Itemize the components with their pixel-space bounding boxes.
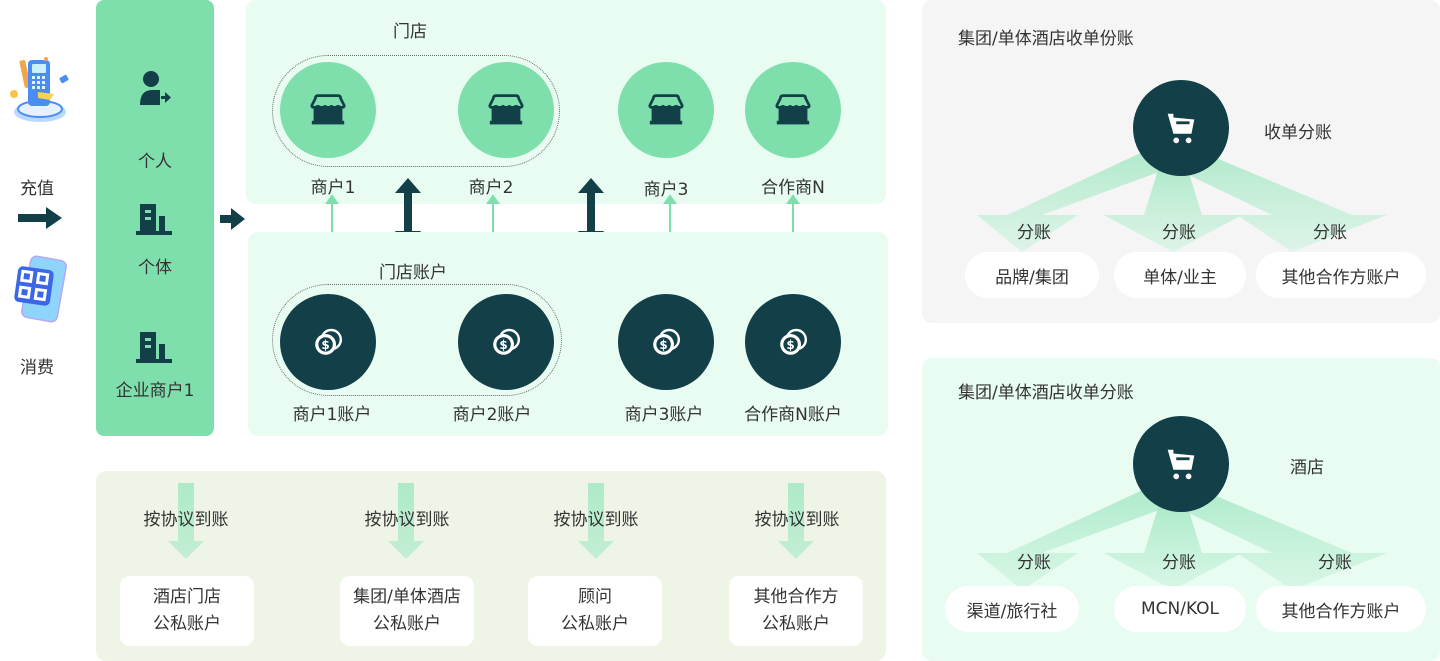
stores-title: 门店 [393, 22, 427, 42]
accounts-title: 门店账户 [379, 263, 447, 283]
user-type-label: 个体 [138, 258, 172, 278]
settlement-arrow-label: 按协议到账 [754, 510, 840, 530]
account-label: 商户3账户 [624, 405, 704, 425]
split-branch-label: 分账 [1162, 553, 1196, 573]
coins-icon [490, 326, 522, 358]
building-icon [134, 330, 174, 368]
settlement-account-line2: 公私账户 [373, 614, 441, 634]
split-target[interactable]: 其他合作方账户 [1256, 252, 1426, 298]
split-branch-label: 分账 [1318, 553, 1352, 573]
split-arrow-right-icon [1174, 488, 1387, 590]
coins-icon [312, 326, 344, 358]
coins-icon [777, 326, 809, 358]
settlement-account-line1: 集团/单体酒店 [353, 587, 461, 607]
split-panel-title: 集团/单体酒店收单份账 [958, 29, 1134, 49]
arrow-right-icon [18, 207, 64, 233]
account-node[interactable] [458, 294, 554, 390]
split-arrow-left-icon [977, 488, 1170, 590]
account-label: 合作商N账户 [744, 405, 842, 425]
store-node[interactable] [618, 62, 714, 158]
split-target[interactable]: 其他合作方账户 [1256, 586, 1426, 632]
split-target[interactable]: 品牌/集团 [965, 252, 1099, 298]
settlement-account-box[interactable]: 酒店门店 公私账户 [120, 576, 254, 646]
store-label: 商户3 [643, 180, 689, 200]
store-group-outline [272, 55, 560, 167]
split-center-label: 收单分账 [1264, 123, 1332, 143]
settlement-account-line1: 酒店门店 [153, 587, 221, 607]
settlement-account-box[interactable]: 集团/单体酒店 公私账户 [340, 576, 474, 646]
account-node[interactable] [618, 294, 714, 390]
settlement-arrows [168, 483, 814, 559]
store-node[interactable] [745, 62, 841, 158]
user-type-label: 企业商户1 [115, 381, 195, 401]
down-arrow-icon [388, 483, 424, 559]
qr-phone-icon [10, 254, 70, 330]
split-target[interactable]: MCN/KOL [1114, 586, 1246, 632]
down-arrow-icon [168, 483, 204, 559]
account-label: 商户2账户 [452, 405, 532, 425]
pos-terminal-icon [8, 54, 70, 130]
split-arrow-center-icon [1104, 508, 1242, 590]
account-label: 商户1账户 [292, 405, 372, 425]
recharge-label: 充值 [20, 179, 54, 199]
split-fan-1 [977, 150, 1387, 252]
account-node[interactable] [280, 294, 376, 390]
settlement-account-box[interactable]: 顾问 公私账户 [528, 576, 662, 646]
split-branch-label: 分账 [1313, 223, 1347, 243]
settlement-account-box[interactable]: 其他合作方 公私账户 [729, 576, 863, 646]
consume-label: 消费 [20, 358, 54, 378]
down-arrow-icon [578, 483, 614, 559]
cart-icon [1162, 109, 1200, 147]
split-panel-title: 集团/单体酒店收单分账 [958, 383, 1134, 403]
cart-icon [1162, 445, 1200, 483]
split-target[interactable]: 渠道/旅行社 [945, 586, 1079, 632]
settlement-arrow-label: 按协议到账 [364, 510, 450, 530]
split-branch-label: 分账 [1017, 223, 1051, 243]
account-node[interactable] [745, 294, 841, 390]
store-label: 商户2 [468, 178, 514, 198]
split-arrow-left-icon [977, 150, 1170, 252]
coins-icon [650, 326, 682, 358]
settlement-account-line1: 顾问 [578, 587, 612, 607]
account-group-outline [272, 284, 562, 396]
store-node[interactable] [280, 62, 376, 158]
split-branch-label: 分账 [1162, 223, 1196, 243]
store-label: 商户1 [310, 178, 356, 198]
store-node[interactable] [458, 62, 554, 158]
user-type-label: 个人 [138, 152, 172, 172]
store-label: 合作商N [761, 178, 825, 198]
split-fan-2 [977, 488, 1387, 590]
user-type-panel: 个人 个体 企业商户1 [96, 0, 214, 436]
down-arrow-icon [778, 483, 814, 559]
split-target[interactable]: 单体/业主 [1114, 252, 1246, 298]
settlement-account-line1: 其他合作方 [753, 587, 839, 607]
arrow-right-icon [220, 208, 246, 234]
split-arrow-center-icon [1104, 170, 1242, 252]
settlement-account-line2: 公私账户 [762, 614, 830, 634]
settlement-arrow-label: 按协议到账 [143, 510, 229, 530]
settlement-account-line2: 公私账户 [561, 614, 629, 634]
cart-node[interactable] [1133, 416, 1229, 512]
split-branch-label: 分账 [1017, 553, 1051, 573]
split-center-label: 酒店 [1290, 458, 1324, 478]
split-arrow-right-icon [1174, 150, 1387, 252]
settlement-arrow-label: 按协议到账 [553, 510, 639, 530]
settlement-account-line2: 公私账户 [153, 614, 221, 634]
cart-node[interactable] [1133, 80, 1229, 176]
person-transfer-icon [138, 70, 172, 110]
